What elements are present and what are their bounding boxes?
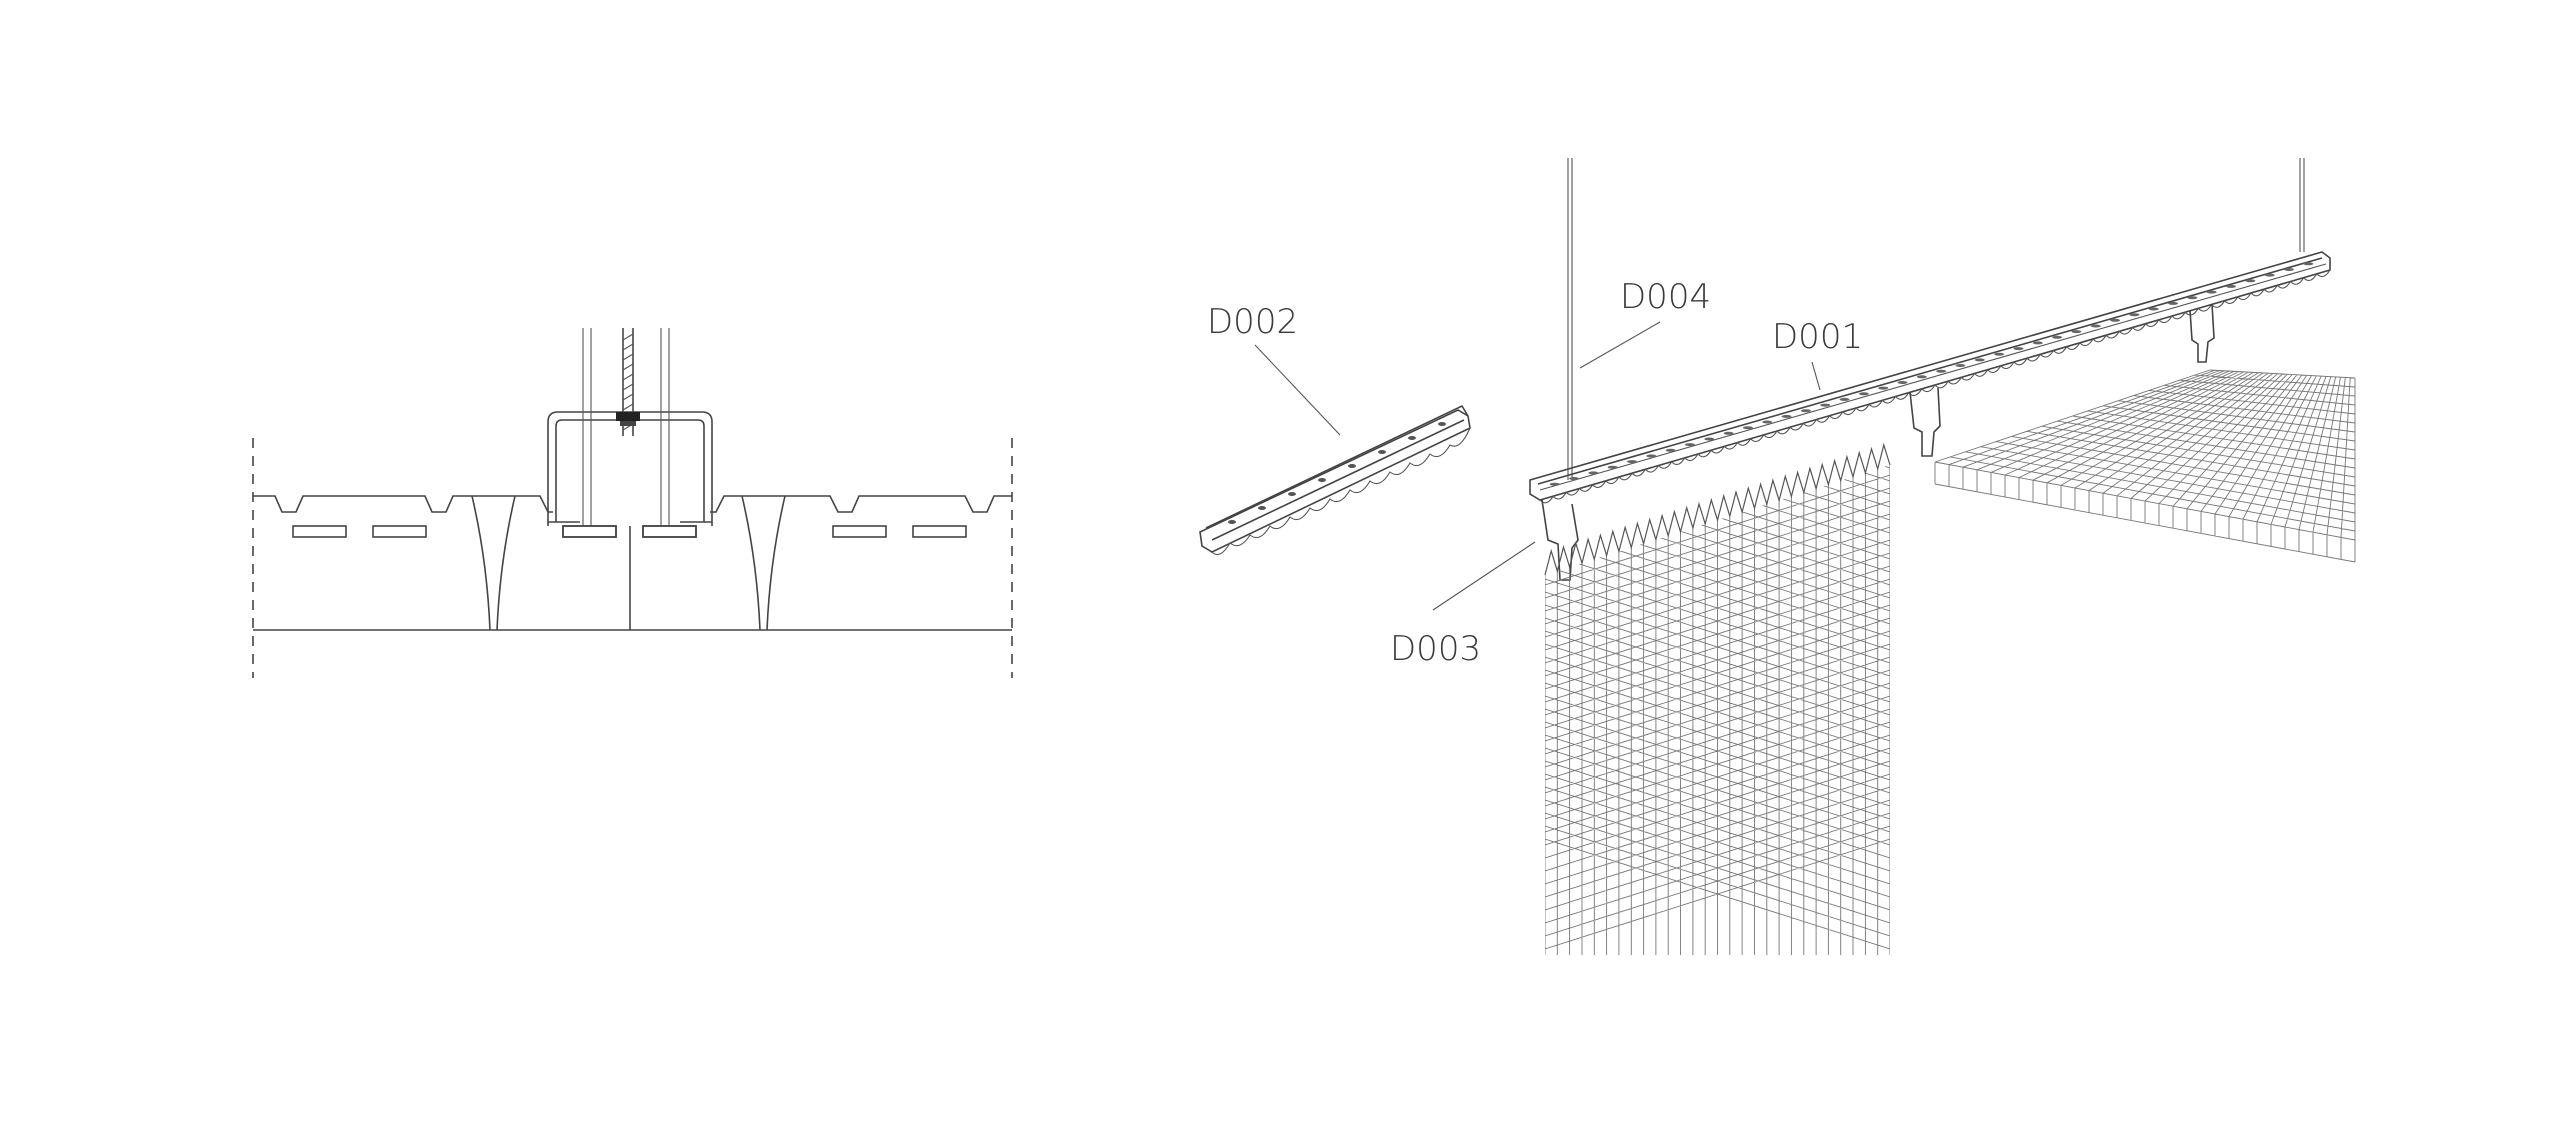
rail-slot <box>2206 290 2217 294</box>
rail-slot <box>1820 403 1831 407</box>
joint-curve-right-a <box>741 495 761 631</box>
d003-clip-right <box>2189 303 2215 363</box>
rail-slot <box>1627 460 1637 464</box>
rail-slot <box>1665 448 1676 452</box>
slot-4 <box>642 525 697 538</box>
leader-d001 <box>1811 361 1821 391</box>
rail-slot <box>2226 284 2236 288</box>
joint-curve-right-b <box>766 495 786 631</box>
slot-1 <box>292 525 347 538</box>
d002-rail-wave <box>1211 427 1471 556</box>
rail-slot <box>2168 301 2179 305</box>
rail-slot <box>1897 381 1908 384</box>
rail-slot <box>2052 335 2063 339</box>
rail-slot <box>2013 347 2024 351</box>
d002-rail-component <box>1199 404 1471 556</box>
d001-rail-inner <box>1539 263 2327 491</box>
rod-nut <box>616 412 640 421</box>
label-d004: D004 <box>1620 277 1711 317</box>
rail-slot <box>1646 454 1657 458</box>
vertical-mesh-panel <box>1544 442 1891 955</box>
rail-slot <box>2264 273 2275 277</box>
rod-washer <box>620 421 636 426</box>
rail-slot <box>1839 397 1850 401</box>
d003-clip-left <box>1541 499 1579 581</box>
rail-slot <box>1569 477 1579 480</box>
slot-6 <box>912 525 967 538</box>
rail-slot <box>2284 268 2294 271</box>
rail-slot <box>1762 420 1773 424</box>
rail-slot <box>2148 307 2159 311</box>
d001-rail-holes <box>1549 262 2314 486</box>
rail-slot <box>1994 352 2005 356</box>
label-d001: D001 <box>1772 317 1863 357</box>
rail-slot <box>2187 296 2198 300</box>
rail-slot <box>1800 409 1811 413</box>
joint-curve-left-a <box>471 495 491 631</box>
rail-slot <box>1781 414 1792 418</box>
rail-slot <box>1607 465 1618 469</box>
base-bracket-left <box>562 525 617 538</box>
slot-2 <box>372 525 427 538</box>
rail-slot <box>1549 482 1560 486</box>
base-bracket-right <box>642 525 697 538</box>
rail-slot <box>1878 386 1889 390</box>
section-top-profile <box>253 495 1012 513</box>
rail-slot <box>2129 313 2140 317</box>
vertical-mesh-lines <box>1545 465 1890 955</box>
d003-clip-mid <box>1909 387 1941 457</box>
vertical-mesh-top-edge <box>1544 442 1891 576</box>
d002-rail-inner <box>1211 419 1465 541</box>
rail-slot <box>2245 279 2256 283</box>
rail-slot <box>2110 318 2121 322</box>
rail-slot <box>1974 358 1985 362</box>
rail-slot <box>1955 364 1966 367</box>
label-d003: D003 <box>1390 629 1481 669</box>
slot-3 <box>562 525 617 538</box>
d001-rail-top <box>1537 257 2323 485</box>
u-channel-inner <box>555 419 705 522</box>
rail-slot <box>1742 426 1753 430</box>
rail-slot <box>2303 262 2314 266</box>
rail-slot <box>1858 392 1869 396</box>
rail-slot <box>2032 341 2043 345</box>
u-channel-outer <box>547 411 713 526</box>
horizontal-mesh-panel <box>1934 369 2356 563</box>
rail-slot <box>1723 431 1734 435</box>
leader-d003 <box>1432 541 1536 611</box>
d002-rail-holes <box>1228 422 1446 524</box>
rail-slot <box>1936 369 1947 373</box>
label-d002: D002 <box>1207 302 1298 342</box>
section-view <box>252 328 1013 678</box>
leader-d002 <box>1254 344 1341 436</box>
horizontal-mesh-lines <box>1934 369 2356 563</box>
slot-5 <box>832 525 887 538</box>
rail-slot <box>1684 443 1695 447</box>
isometric-assembly <box>1529 158 2356 955</box>
joint-curve-left-b <box>496 495 516 631</box>
d001-rail-wave <box>1539 269 2331 504</box>
leader-d004 <box>1579 321 1661 369</box>
rail-slot <box>1704 437 1715 441</box>
rail-slot <box>1588 471 1599 475</box>
rail-slot <box>1916 375 1927 379</box>
rail-slot <box>2071 330 2082 334</box>
d002-rail-top-edge <box>1205 404 1469 529</box>
rail-slot <box>2090 324 2101 328</box>
